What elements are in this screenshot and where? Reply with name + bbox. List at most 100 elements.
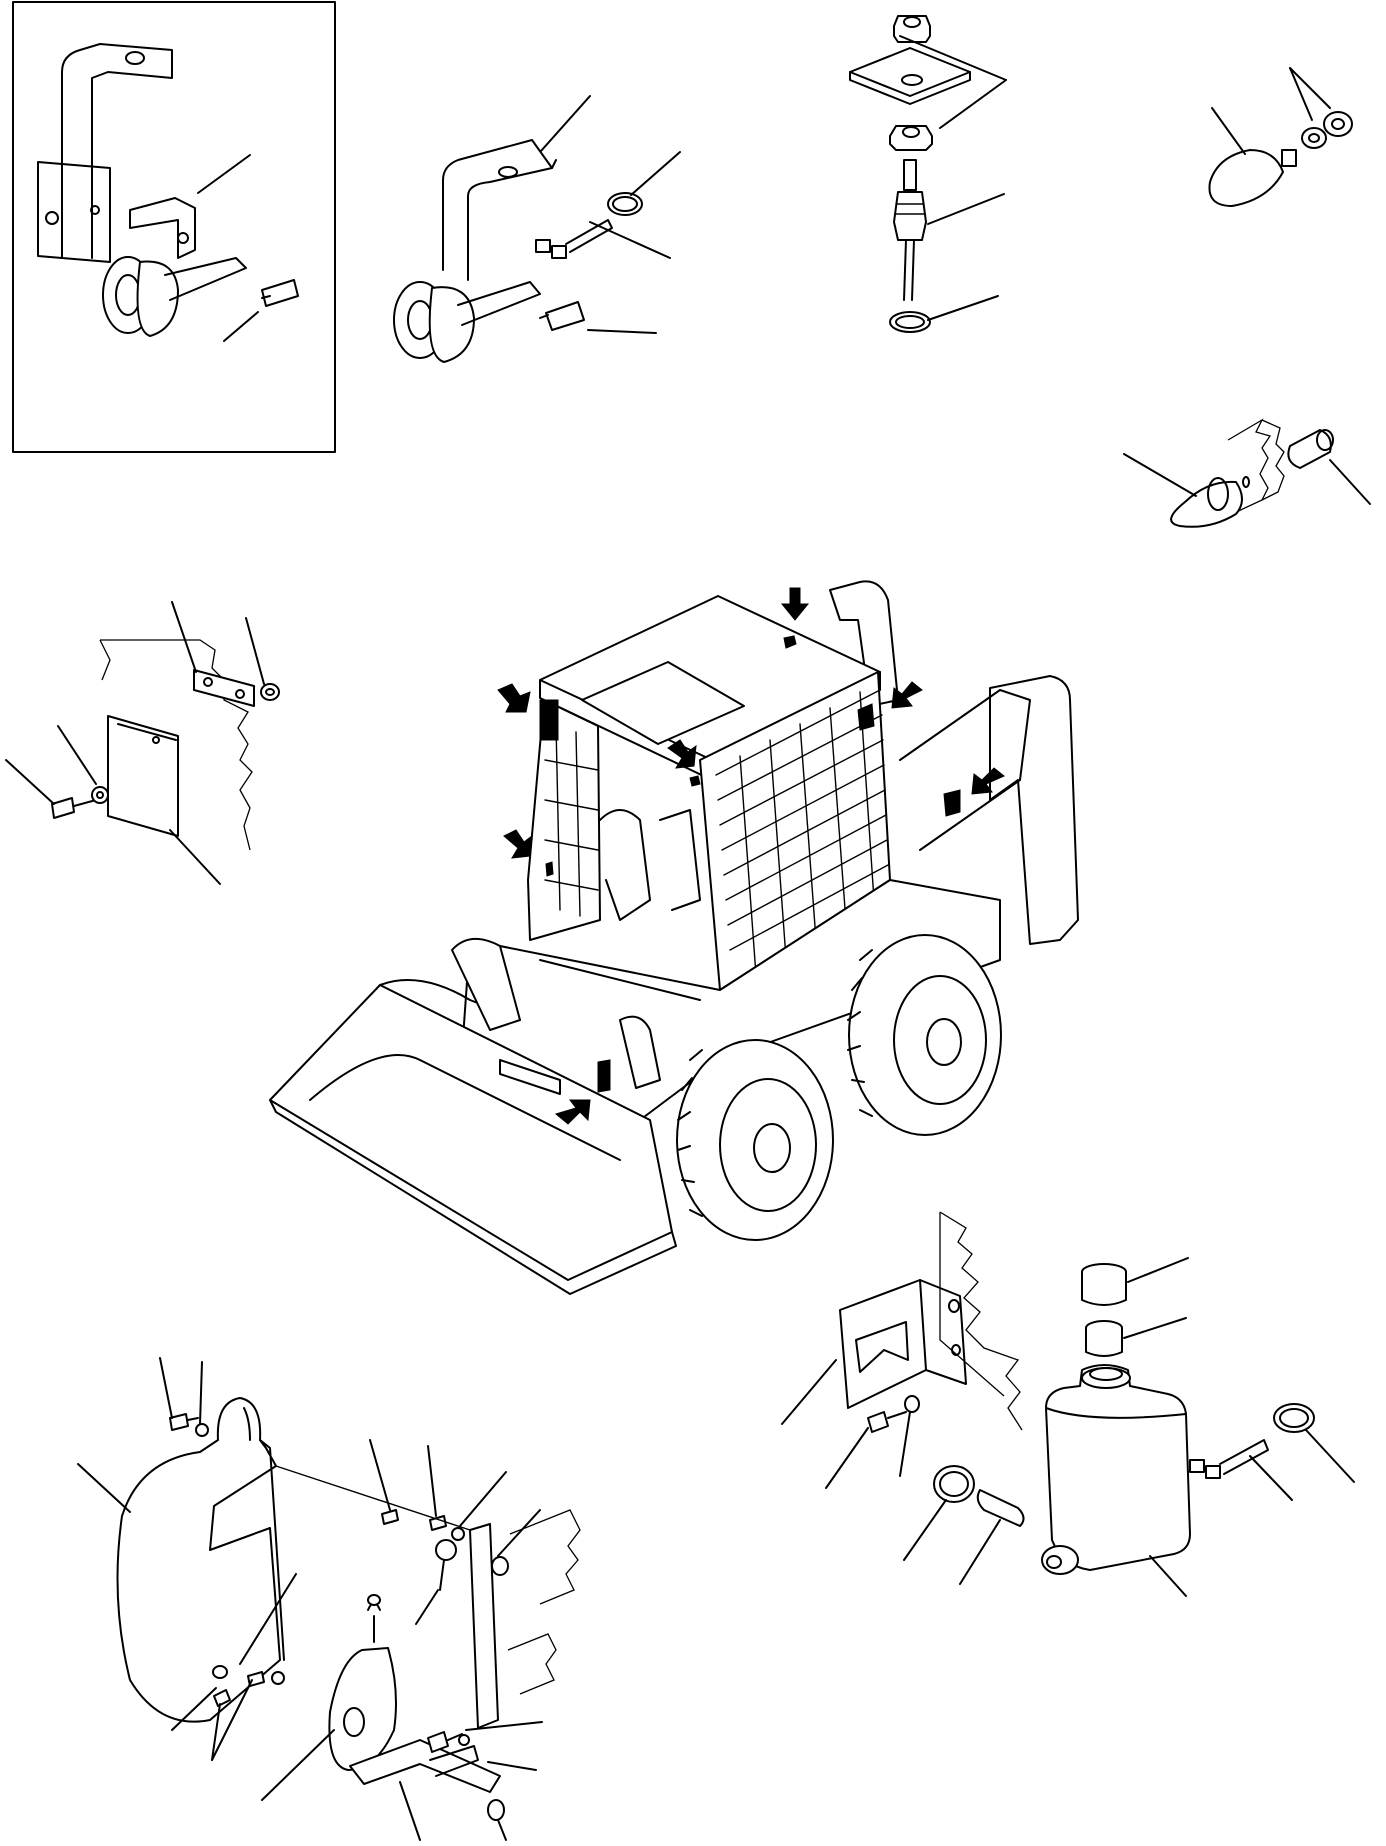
guard-mount-plate [469, 1523, 499, 1729]
tank-connector-1 [1189, 1459, 1205, 1473]
horn-bolt-shank [539, 314, 549, 319]
decal-cab-right [857, 703, 875, 731]
plate-panel-break [100, 639, 253, 851]
sensor-top-nut-hole [903, 16, 921, 28]
horn-body [428, 286, 475, 363]
sensor-top-nut [893, 15, 931, 43]
tank-washer [904, 1395, 920, 1413]
decal-front [545, 861, 554, 877]
loader-seat-back [659, 809, 701, 911]
arrow-cab-left[interactable] [497, 683, 531, 713]
horn-connector-1 [535, 239, 551, 253]
inset-plate-hole-2 [90, 205, 100, 215]
plate-leader-nut [245, 617, 265, 685]
inset-frame [12, 1, 336, 453]
beacon-bolt [427, 1731, 449, 1753]
loader-rear-rim [893, 975, 987, 1105]
guard-leader-bushing [497, 1819, 507, 1841]
guard-leader-shell [77, 1463, 131, 1513]
guard-leader-beacon-top [239, 1573, 297, 1665]
plug-sleeve [1287, 429, 1332, 469]
loader-rear-tread [847, 949, 873, 1117]
tank-bracket-plate [839, 1279, 927, 1409]
plate-panel-hole [152, 736, 160, 744]
loader-front-tread [677, 1049, 703, 1217]
horn-bracket-edge [551, 159, 557, 169]
decal-arm [943, 789, 961, 817]
tank-clamp-left [933, 1465, 975, 1503]
tank-leader-cap2 [1123, 1317, 1187, 1339]
guard-leader-bolt-bottom-1 [211, 1703, 221, 1761]
inset-small-bracket [129, 197, 196, 259]
tank-neck [1081, 1367, 1131, 1389]
tank-leader-bolt [825, 1427, 869, 1489]
horn-leader-bracket [540, 95, 591, 152]
horn-bracket [442, 139, 553, 281]
arrow-arm[interactable] [971, 767, 1005, 795]
plate-nut [260, 683, 280, 701]
horn-connector-2 [551, 245, 567, 259]
guard-leader-nut-bottom [171, 1687, 217, 1731]
inset-horn-body [136, 260, 179, 337]
loader-cab-front-left [527, 699, 601, 941]
plate-leader-bolt [5, 759, 55, 805]
plate-bolt-head [51, 797, 75, 819]
horn-leader-wire [589, 221, 671, 259]
plate-leader-strip [171, 601, 197, 673]
sensor-body [893, 191, 927, 241]
horn-bolt-head [545, 301, 585, 331]
plug-panel-hole [1242, 476, 1250, 488]
guard-washer-top [195, 1423, 209, 1437]
guard-leader-bolt-bottom-2 [211, 1679, 253, 1761]
loader-front-rim [719, 1078, 817, 1212]
tank-bolt [867, 1411, 889, 1433]
arrow-window[interactable] [667, 739, 697, 769]
tank-leader-clamp-left [903, 1499, 947, 1561]
decal-lower [597, 1059, 611, 1093]
cap-washer [1301, 127, 1327, 149]
sensor-leader-nut [899, 35, 1007, 81]
guard-centerline [275, 1465, 471, 1531]
inset-leader-2 [223, 311, 259, 342]
tank-cap-body [1081, 1272, 1127, 1306]
guard-leader-bolt-top [159, 1357, 173, 1419]
plate-panel-break-left [99, 639, 111, 681]
arrow-cab-right[interactable] [891, 681, 923, 709]
plate-leader-washer [57, 725, 97, 785]
inset-horn-arm [164, 257, 247, 301]
plug-leader-cone [1123, 453, 1197, 497]
guard-washer-bottom [271, 1671, 285, 1685]
beacon-bushing [487, 1799, 505, 1821]
guard-washer-mid [451, 1527, 465, 1541]
tank-bolt-shank [887, 1411, 907, 1419]
arrow-lower[interactable] [554, 1099, 591, 1125]
plug-flange [1207, 477, 1229, 511]
horn-clamp-ring [607, 192, 643, 216]
loader-right-arm [989, 675, 1079, 945]
sensor-stem [903, 159, 917, 191]
loader-seat [599, 809, 651, 921]
arrow-roof[interactable] [780, 587, 810, 621]
horn-clamp-ring-inner [612, 196, 638, 212]
beacon-bolt-shank [447, 1733, 463, 1741]
loader-bucket-back [379, 979, 521, 1021]
sensor-leader-body [927, 193, 1005, 225]
arrow-front[interactable] [503, 829, 533, 859]
guard-leader-bracket [399, 1781, 421, 1841]
cap-leader-nut [1289, 67, 1331, 109]
loader-body-line [539, 959, 701, 1001]
inset-small-bracket-hole [177, 232, 189, 244]
plug-sleeve-end [1316, 429, 1334, 451]
inset-leader-1 [197, 154, 251, 194]
guard-edge [259, 1439, 285, 1661]
plate-nut-hole [265, 688, 275, 696]
cap-washer-hole [1308, 133, 1320, 143]
guard-bolt-mid-1 [381, 1509, 399, 1525]
loader-bucket-floor [309, 1054, 621, 1161]
loader-left-arm [451, 938, 521, 1031]
beacon-washer [458, 1734, 470, 1746]
horn-wire [565, 219, 613, 253]
tank-bracket-side [919, 1279, 967, 1385]
sensor-leader-nut-2 [939, 79, 1007, 129]
sensor-plate-hole [901, 74, 923, 86]
